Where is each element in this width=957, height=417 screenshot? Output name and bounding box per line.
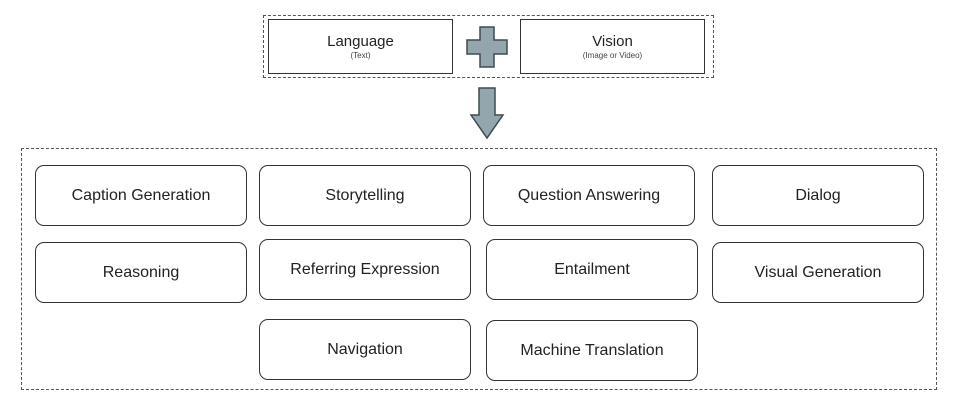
task-reasoning: Reasoning [35, 242, 247, 303]
language-subtitle: (Text) [350, 50, 371, 60]
task-referring-expression: Referring Expression [259, 239, 471, 300]
input-modalities-group [263, 15, 714, 78]
task-storytelling: Storytelling [259, 165, 471, 226]
language-title: Language [327, 32, 394, 50]
task-navigation: Navigation [259, 319, 471, 380]
task-dialog: Dialog [712, 165, 924, 226]
vision-title: Vision [592, 32, 633, 50]
task-visual-generation: Visual Generation [712, 242, 924, 303]
task-caption-generation: Caption Generation [35, 165, 247, 226]
vision-subtitle: (Image or Video) [582, 50, 643, 60]
vision-input-box: Vision (Image or Video) [520, 19, 705, 74]
task-machine-translation: Machine Translation [486, 320, 698, 381]
tasks-group [21, 148, 937, 390]
language-input-box: Language (Text) [268, 19, 453, 74]
arrow-down-icon [469, 87, 505, 140]
plus-icon [466, 26, 508, 68]
task-entailment: Entailment [486, 239, 698, 300]
task-question-answering: Question Answering [483, 165, 695, 226]
